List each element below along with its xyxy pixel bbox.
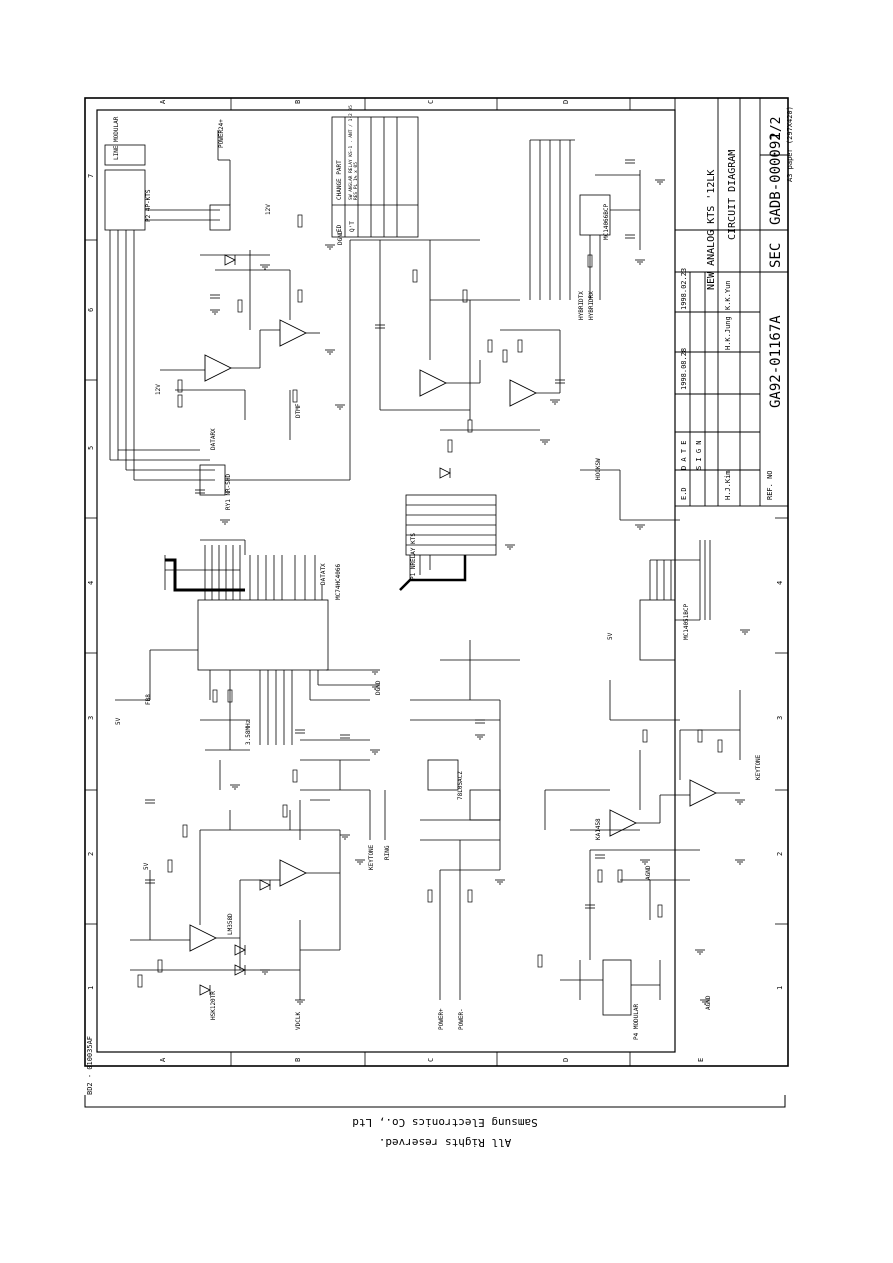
date-label: D A T E — [680, 440, 688, 470]
change-table-qt: Q'T — [349, 221, 356, 232]
net-hybrid-rx: HYBRIDRX — [588, 291, 595, 320]
zone-number-1: 1 — [87, 986, 95, 990]
signer-2: H.K.Jung — [724, 316, 732, 350]
part-l1: FB8 — [145, 694, 152, 705]
net-power-minus: POWER- — [458, 1008, 465, 1030]
net-12v-a: 12V — [155, 384, 162, 395]
part-u2: LM358D — [227, 913, 234, 935]
net-5v-a: 5V — [143, 862, 150, 870]
copyright-notice: All Rights reserved. Samsung Electronics… — [330, 1112, 560, 1152]
signer-1: H.J.Kim — [724, 470, 732, 500]
ribbon-bus — [165, 558, 245, 592]
copyright-line-2: All Rights reserved. — [378, 1136, 512, 1149]
net-agnd-b: AGND — [705, 995, 712, 1010]
zone-number-5: 5 — [87, 446, 95, 450]
change-table-heading: CHANGE PART — [336, 160, 343, 200]
ed-label: E.D — [680, 487, 688, 500]
title-line-2: CIRCUIT DIAGRAM — [727, 150, 738, 240]
part-diode-generic: HSK120TR — [210, 991, 217, 1020]
title-block — [674, 97, 789, 507]
part-u6: KA1458 — [595, 818, 602, 840]
net-dtmf: DTMF — [295, 403, 302, 418]
part-u4: 78L05ACZ — [457, 771, 464, 800]
net-5v-c: 5V — [607, 632, 614, 640]
drawing-frame — [84, 97, 789, 1067]
zone-number-4-right: 4 — [776, 581, 784, 585]
title-line-1: NEW ANALOG KTS '12LK — [706, 170, 717, 290]
net-datatx: DATATX — [320, 563, 327, 585]
sheet-number: 1/2 — [769, 117, 784, 140]
net-5v-b: 5V — [115, 717, 122, 725]
part-number: GA92-01167A — [768, 315, 784, 408]
change-table-ed: ED — [336, 224, 343, 232]
net-keytone-right: KEYTONE — [755, 754, 762, 780]
zone-number-3-right: 3 — [776, 716, 784, 720]
footer-bracket — [84, 1095, 786, 1108]
zone-letter-a-top: A — [159, 99, 167, 104]
part-u1: MC14066BCP — [603, 203, 610, 240]
zone-letter-b-bot: B — [294, 1058, 302, 1062]
zone-labels: A B C D A B C D E 1 2 3 4 5 6 7 1 2 3 4 — [87, 99, 784, 1062]
drawing-number: GADB-000092 — [768, 132, 784, 225]
zone-number-2-right: 2 — [776, 852, 784, 856]
zone-letter-d-top: D — [562, 100, 570, 104]
net-ring: RING — [384, 845, 391, 860]
date-1: 1998.02.23 — [680, 268, 688, 310]
connector-p2: P2 4P-KTS — [145, 189, 152, 222]
zone-number-3: 3 — [87, 716, 95, 720]
net-power-plus: POWER+ — [438, 1008, 445, 1030]
zone-number-2: 2 — [87, 852, 95, 856]
net-keytone: KEYTONE — [368, 844, 375, 870]
size-label: A3 paper (297X420) — [786, 106, 794, 182]
zone-number-4: 4 — [87, 581, 95, 585]
net-datarx: DATARX — [210, 428, 217, 450]
part-u3: MC74HC4066 — [335, 563, 342, 600]
change-table-note: SW ANGLAR RELAY KS-1 . ANT / 1-2 95 — [348, 105, 354, 200]
part-relay: RY1 NR-SHD — [225, 473, 232, 510]
connector-p1: P1 NRELAY KTS — [410, 533, 417, 580]
zone-letter-b-top: B — [294, 100, 302, 104]
zone-letter-c-bot: C — [427, 1058, 435, 1062]
net-agnd-a: AGND — [645, 865, 652, 880]
change-table — [331, 116, 419, 238]
net-hybrid-tx: HYBRIDTX — [578, 291, 585, 320]
net-hookswitch: HOOKSW — [595, 458, 602, 480]
sign-label: S I G N — [695, 440, 703, 470]
wiring — [104, 130, 751, 1016]
footer-code: BD2 - 010035AF — [86, 1036, 94, 1095]
signer-3: K.K.Yun — [724, 280, 732, 310]
net-dgnd-b: DGND — [375, 680, 382, 695]
zone-letter-c-top: C — [427, 100, 435, 104]
net-12v-b: 12V — [265, 204, 272, 215]
zone-number-7: 7 — [87, 174, 95, 178]
part-x1: 3.58MHz — [245, 719, 252, 745]
net-dgnd-a: DGND — [337, 230, 344, 245]
net-vdclk: VDCLK — [295, 1012, 302, 1030]
connector-line-modular: LINE MODULAR — [113, 116, 120, 160]
copyright-line-1: Samsung Electronics Co., Ltd — [352, 1116, 538, 1129]
part-u5: MC14051BCP — [683, 603, 690, 640]
zone-letter-a-bot: A — [159, 1057, 167, 1062]
sec-label: SEC — [768, 243, 784, 268]
net-power24: POWER24+ — [218, 119, 225, 148]
connector-p4: P4 MODULAR — [633, 1003, 640, 1040]
zone-number-6: 6 — [87, 308, 95, 312]
change-table-sub: RES PL 1% x 05 — [353, 162, 359, 200]
zone-letter-e-bot: E — [697, 1058, 705, 1062]
ref-no-label: REF. NO — [766, 470, 774, 500]
zone-number-1-right: 1 — [776, 986, 784, 990]
zone-letter-d-bot: D — [562, 1058, 570, 1062]
date-2: 1998.08.28 — [680, 348, 688, 390]
ribbon-bus-p1 — [399, 555, 467, 591]
